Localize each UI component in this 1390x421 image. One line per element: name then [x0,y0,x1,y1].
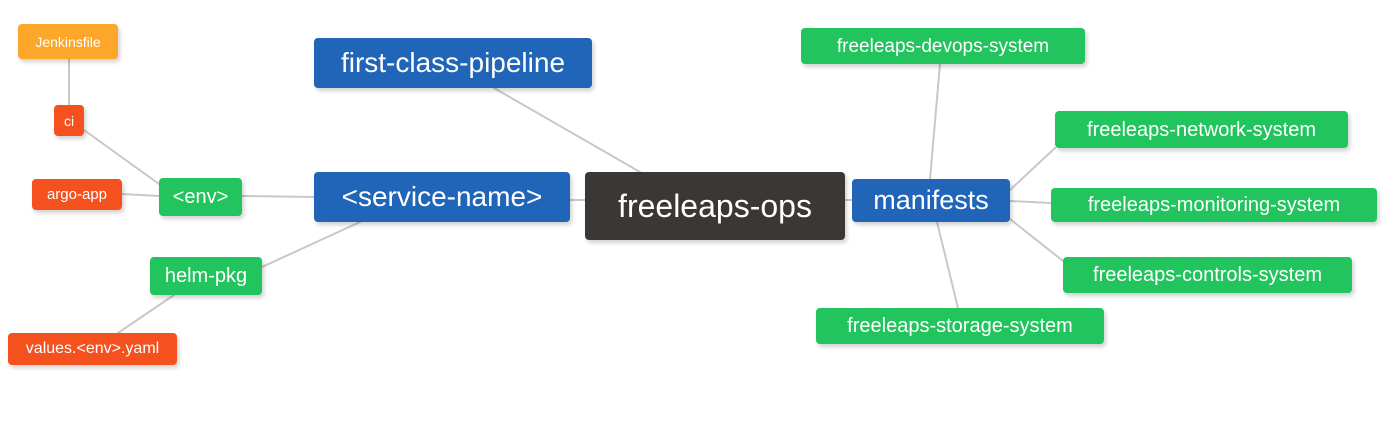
node-label: freeleaps-ops [618,188,812,224]
node-jenkinsfile[interactable]: Jenkinsfile [18,24,118,59]
node-label: argo-app [46,186,108,203]
node-helm-pkg[interactable]: helm-pkg [150,257,262,295]
edge-env-to-service-name [241,195,315,198]
node-first-class-pipeline[interactable]: first-class-pipeline [314,38,592,88]
node-label: first-class-pipeline [340,47,566,78]
node-label: freeleaps-network-system [1087,118,1316,141]
node-values-yaml[interactable]: values.<env>.yaml [8,333,177,365]
node-env[interactable]: <env> [159,178,242,216]
node-label: <service-name> [341,181,543,212]
edge-helm-pkg-to-values-yaml [117,294,175,334]
node-label: Jenkinsfile [35,33,101,50]
edge-freeleaps-network-system-to-manifests [1009,147,1056,191]
edge-freeleaps-controls-system-to-manifests [1009,218,1064,262]
node-freeleaps-network-system[interactable]: freeleaps-network-system [1055,111,1348,148]
node-label: freeleaps-monitoring-system [1087,194,1341,216]
node-label: <env> [172,186,229,208]
node-freeleaps-controls-system[interactable]: freeleaps-controls-system [1063,257,1352,293]
node-freeleaps-ops[interactable]: freeleaps-ops [585,172,845,240]
edge-freeleaps-monitoring-system-to-manifests [1009,200,1052,204]
edge-freeleaps-devops-system-to-manifests [929,63,941,180]
node-freeleaps-storage-system[interactable]: freeleaps-storage-system [816,308,1104,344]
edge-ci-to-env [83,129,160,185]
node-label: ci [63,112,75,129]
edge-first-class-pipeline-to-freeleaps-ops [493,87,641,173]
edge-service-name-to-helm-pkg [261,221,361,268]
edge-argo-app-to-env [121,193,160,197]
node-service-name[interactable]: <service-name> [314,172,570,222]
node-label: values.<env>.yaml [25,340,160,357]
node-manifests[interactable]: manifests [852,179,1010,222]
node-ci[interactable]: ci [54,105,84,136]
node-label: freeleaps-storage-system [847,315,1073,337]
node-freeleaps-monitoring-system[interactable]: freeleaps-monitoring-system [1051,188,1377,222]
node-argo-app[interactable]: argo-app [32,179,122,210]
edge-freeleaps-storage-system-to-manifests [936,221,959,309]
node-label: helm-pkg [164,265,248,287]
node-freeleaps-devops-system[interactable]: freeleaps-devops-system [801,28,1085,64]
node-label: freeleaps-controls-system [1093,264,1322,286]
node-label: freeleaps-devops-system [836,35,1050,57]
node-label: manifests [873,185,989,215]
